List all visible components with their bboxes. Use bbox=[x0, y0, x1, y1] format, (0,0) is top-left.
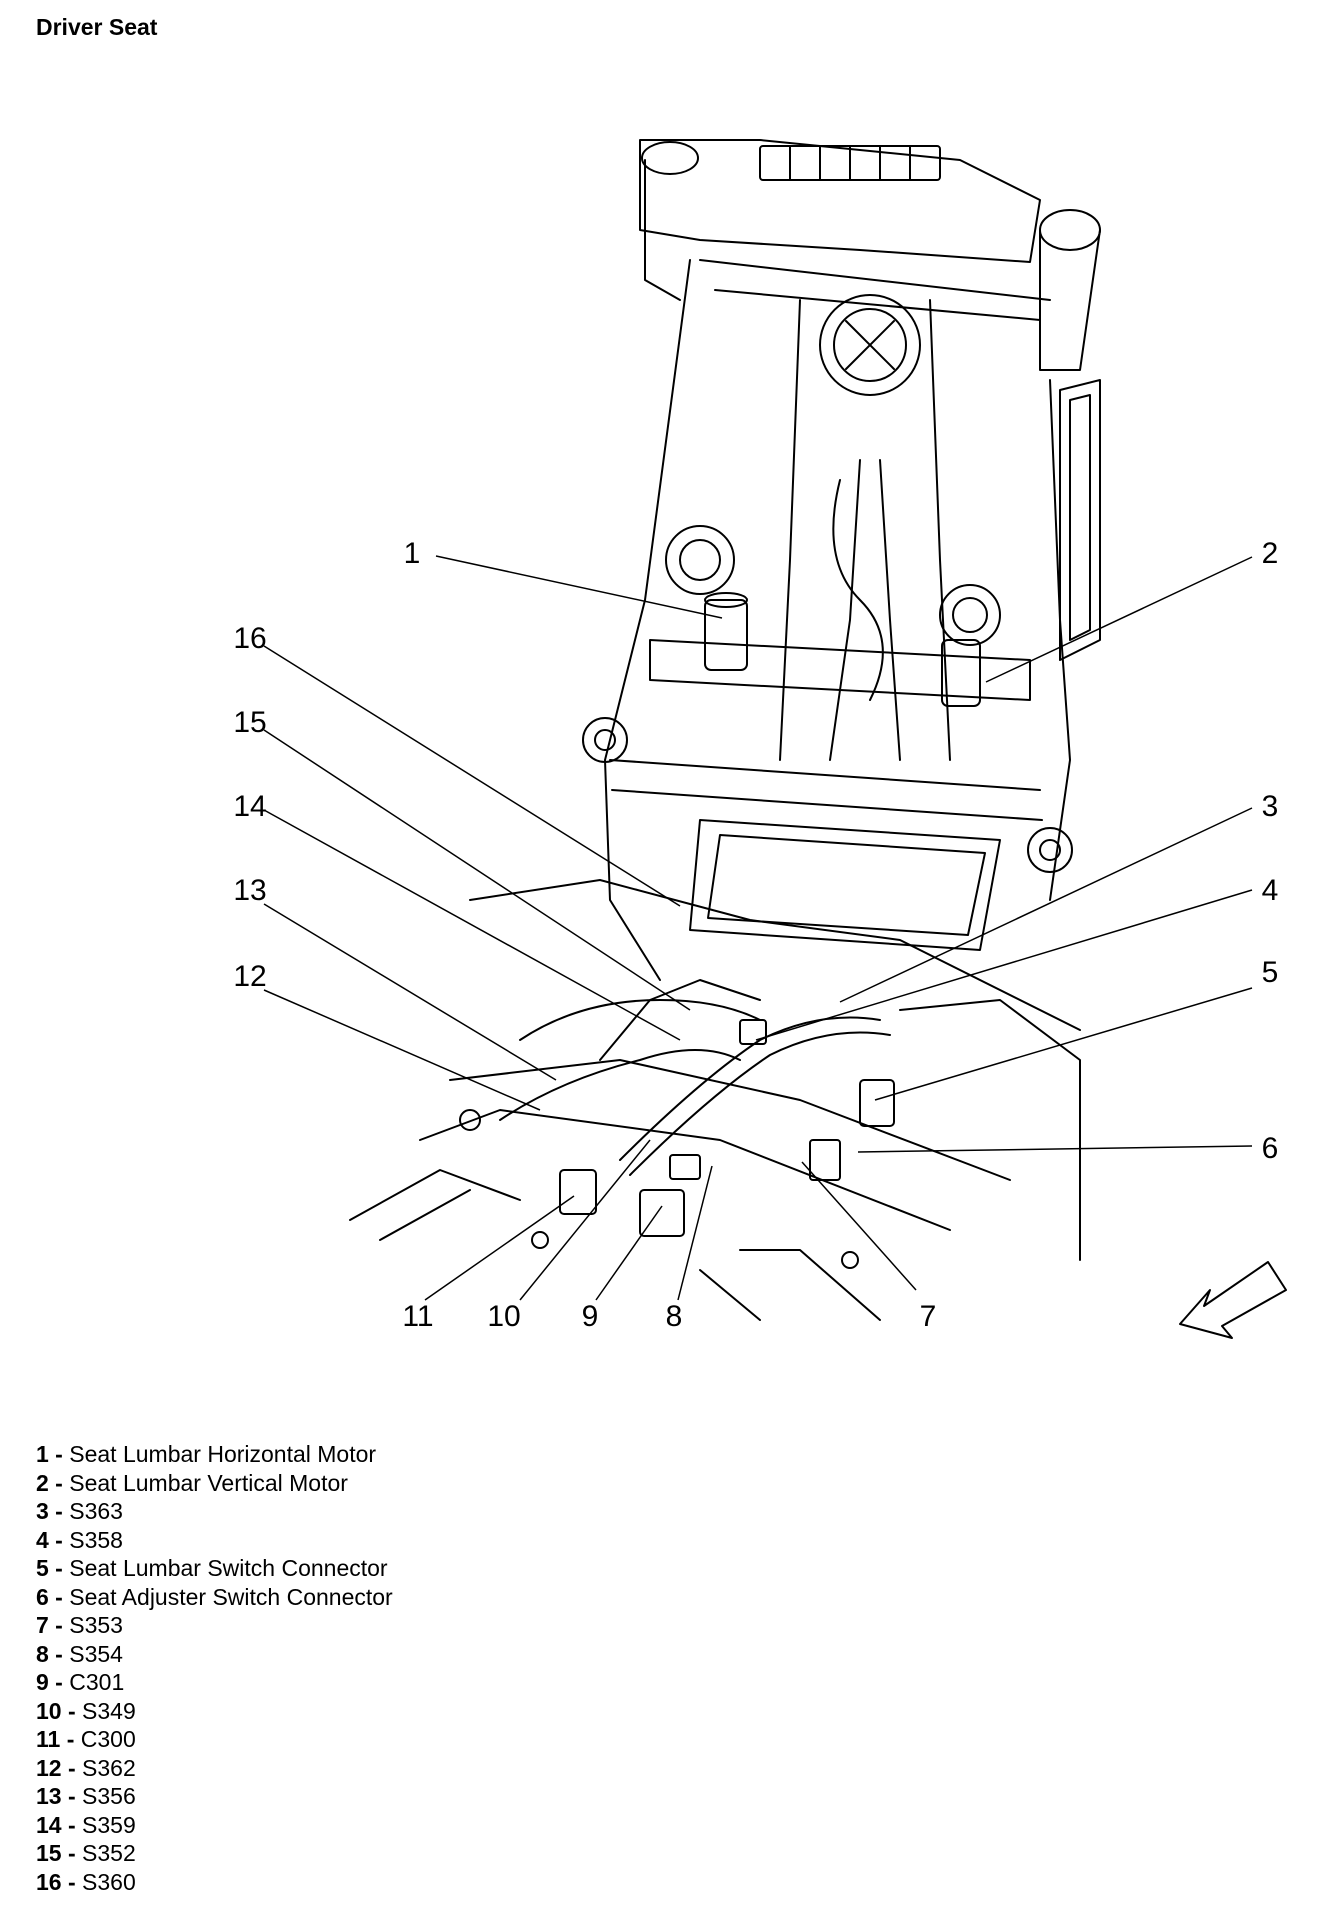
legend-number: 1 bbox=[36, 1441, 49, 1467]
seat-diagram: 1 2 3 4 5 6 7 8 9 10 11 12 13 14 15 16 bbox=[233, 139, 1287, 1339]
legend-number: 5 bbox=[36, 1555, 49, 1581]
legend-separator: - bbox=[48, 1441, 70, 1467]
seat-illustration bbox=[349, 139, 1101, 1321]
legend-number: 9 bbox=[36, 1669, 49, 1695]
legend-label: S363 bbox=[69, 1498, 123, 1524]
legend-separator: - bbox=[48, 1612, 70, 1638]
legend-number: 11 bbox=[36, 1726, 61, 1752]
legend-item: 1 - Seat Lumbar Horizontal Motor bbox=[36, 1440, 393, 1469]
legend-item: 14 - S359 bbox=[36, 1811, 393, 1840]
legend-label: Seat Lumbar Horizontal Motor bbox=[69, 1441, 377, 1467]
legend-label: S352 bbox=[82, 1840, 136, 1866]
legend-item: 7 - S353 bbox=[36, 1611, 393, 1640]
callout-13: 13 bbox=[233, 874, 266, 907]
callout-5: 5 bbox=[1262, 956, 1279, 989]
legend-number: 15 bbox=[36, 1840, 62, 1866]
legend-separator: - bbox=[48, 1498, 70, 1524]
callout-12: 12 bbox=[233, 960, 266, 993]
callout-6: 6 bbox=[1262, 1132, 1279, 1165]
legend-number: 6 bbox=[36, 1583, 49, 1610]
legend-label: S358 bbox=[69, 1526, 123, 1553]
legend-item: 11 - C300 bbox=[36, 1725, 393, 1754]
legend-number: 13 bbox=[36, 1783, 62, 1809]
callout-2: 2 bbox=[1262, 537, 1279, 570]
legend-label: Seat Lumbar Vertical Motor bbox=[69, 1469, 348, 1496]
callout-15: 15 bbox=[233, 706, 266, 739]
callout-14: 14 bbox=[233, 790, 266, 823]
legend-item: 8 - S354 bbox=[36, 1640, 393, 1669]
legend-separator: - bbox=[48, 1640, 70, 1667]
legend-separator: - bbox=[61, 1697, 83, 1724]
legend-number: 2 bbox=[36, 1469, 49, 1496]
legend-item: 10 - S349 bbox=[36, 1697, 393, 1726]
legend-label: S359 bbox=[82, 1811, 136, 1838]
legend-separator: - bbox=[48, 1555, 70, 1581]
legend-label: S349 bbox=[82, 1697, 136, 1724]
legend-separator: - bbox=[61, 1783, 83, 1809]
legend-label: S362 bbox=[82, 1754, 136, 1781]
legend-separator: - bbox=[48, 1526, 70, 1553]
legend-separator: - bbox=[48, 1469, 70, 1496]
callout-11: 11 bbox=[402, 1300, 433, 1333]
callout-4: 4 bbox=[1262, 874, 1279, 907]
legend-label: S356 bbox=[82, 1783, 136, 1809]
legend-label: S360 bbox=[82, 1868, 136, 1895]
legend-label: S354 bbox=[69, 1640, 123, 1667]
legend-label: Seat Lumbar Switch Connector bbox=[69, 1555, 388, 1581]
legend-item: 12 - S362 bbox=[36, 1754, 393, 1783]
callout-3: 3 bbox=[1262, 790, 1279, 823]
direction-arrow-icon bbox=[1179, 1261, 1287, 1339]
legend-item: 16 - S360 bbox=[36, 1868, 393, 1897]
legend-item: 3 - S363 bbox=[36, 1497, 393, 1526]
legend-label: C300 bbox=[80, 1726, 136, 1752]
legend-item: 6 - Seat Adjuster Switch Connector bbox=[36, 1583, 393, 1612]
legend-separator: - bbox=[60, 1726, 81, 1752]
callout-8: 8 bbox=[666, 1300, 683, 1333]
legend-item: 4 - S358 bbox=[36, 1526, 393, 1555]
legend-label: Seat Adjuster Switch Connector bbox=[69, 1583, 393, 1610]
legend-number: 3 bbox=[36, 1498, 49, 1524]
legend-separator: - bbox=[48, 1583, 70, 1610]
legend-item: 2 - Seat Lumbar Vertical Motor bbox=[36, 1469, 393, 1498]
legend-number: 12 bbox=[36, 1754, 62, 1781]
legend-number: 14 bbox=[36, 1811, 62, 1838]
callout-10: 10 bbox=[487, 1300, 520, 1333]
legend-separator: - bbox=[48, 1669, 70, 1695]
legend-separator: - bbox=[61, 1811, 83, 1838]
callout-16: 16 bbox=[233, 622, 266, 655]
callout-9: 9 bbox=[582, 1300, 599, 1333]
legend-item: 15 - S352 bbox=[36, 1839, 393, 1868]
legend-separator: - bbox=[61, 1840, 83, 1866]
leader-lines bbox=[263, 555, 1253, 1301]
legend-label: C301 bbox=[69, 1669, 125, 1695]
callout-7: 7 bbox=[920, 1300, 937, 1333]
legend-number: 4 bbox=[36, 1526, 49, 1553]
legend-number: 7 bbox=[36, 1612, 49, 1638]
legend-separator: - bbox=[61, 1754, 83, 1781]
legend-number: 10 bbox=[36, 1697, 62, 1724]
legend: 1 - Seat Lumbar Horizontal Motor 2 - Sea… bbox=[36, 1440, 393, 1896]
legend-separator: - bbox=[61, 1868, 83, 1895]
diagram-title: Driver Seat bbox=[36, 14, 158, 40]
legend-item: 9 - C301 bbox=[36, 1668, 393, 1697]
legend-label: S353 bbox=[69, 1612, 123, 1638]
legend-item: 5 - Seat Lumbar Switch Connector bbox=[36, 1554, 393, 1583]
legend-number: 16 bbox=[36, 1868, 62, 1895]
callout-1: 1 bbox=[404, 537, 421, 570]
legend-number: 8 bbox=[36, 1640, 49, 1667]
legend-item: 13 - S356 bbox=[36, 1782, 393, 1811]
